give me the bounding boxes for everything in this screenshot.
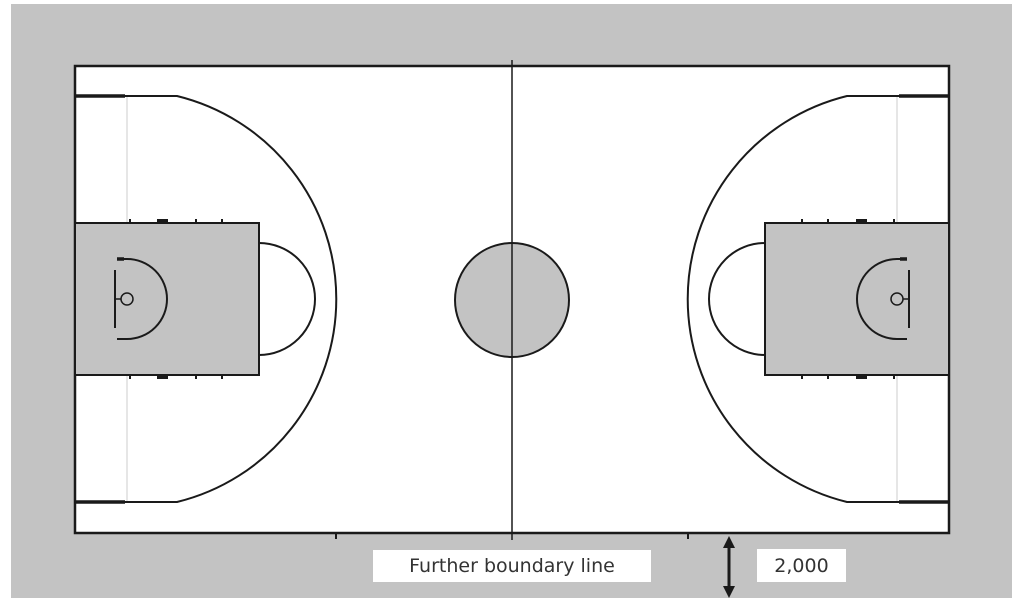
left-three-point-line xyxy=(75,95,338,503)
left-hash-marks xyxy=(129,219,223,379)
left-basket xyxy=(120,292,134,306)
left-free-throw-circle xyxy=(258,242,316,356)
right-half xyxy=(686,94,950,504)
dimension-arrow xyxy=(723,536,735,598)
distance-label: 2,000 xyxy=(757,549,846,582)
left-half xyxy=(74,94,338,504)
boundary-label: Further boundary line xyxy=(373,550,651,582)
left-no-charge-arc xyxy=(117,258,168,340)
